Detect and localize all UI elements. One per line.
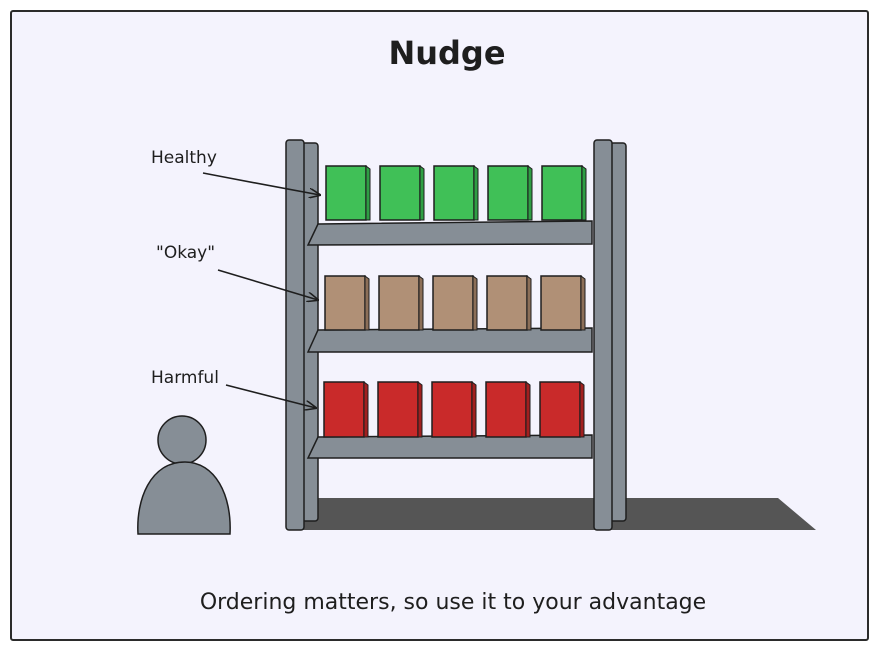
product-box-harmful bbox=[485, 381, 531, 438]
product-box-healthy bbox=[433, 165, 479, 221]
shelf-board-top bbox=[306, 220, 593, 246]
left-upright bbox=[285, 139, 305, 531]
product-box-harmful bbox=[323, 381, 369, 438]
product-box-okay bbox=[540, 275, 586, 331]
label-harmful: Harmful bbox=[151, 368, 219, 388]
caption: Ordering matters, so use it to your adva… bbox=[200, 590, 706, 615]
shelf-board-bottom bbox=[306, 434, 593, 459]
product-box-healthy bbox=[325, 165, 371, 221]
shelf-row-healthy bbox=[325, 165, 587, 221]
product-box-okay bbox=[432, 275, 478, 331]
floor-shadow bbox=[300, 498, 816, 530]
shelf-board-middle bbox=[306, 327, 593, 353]
product-box-healthy bbox=[541, 165, 587, 221]
arrow-okay bbox=[217, 269, 318, 300]
shelf-row-okay bbox=[324, 275, 586, 331]
person-icon bbox=[137, 415, 231, 535]
shelf-row-harmful bbox=[323, 381, 585, 438]
product-box-okay bbox=[324, 275, 370, 331]
product-box-okay bbox=[378, 275, 424, 331]
arrow-healthy bbox=[202, 172, 320, 195]
product-box-harmful bbox=[539, 381, 585, 438]
arrow-harmful bbox=[225, 384, 316, 408]
label-okay: "Okay" bbox=[156, 243, 215, 263]
right-upright bbox=[593, 139, 613, 531]
product-box-harmful bbox=[431, 381, 477, 438]
product-box-harmful bbox=[377, 381, 423, 438]
product-box-okay bbox=[486, 275, 532, 331]
product-box-healthy bbox=[379, 165, 425, 221]
page-title: Nudge bbox=[388, 34, 505, 72]
label-healthy: Healthy bbox=[151, 148, 217, 168]
product-box-healthy bbox=[487, 165, 533, 221]
